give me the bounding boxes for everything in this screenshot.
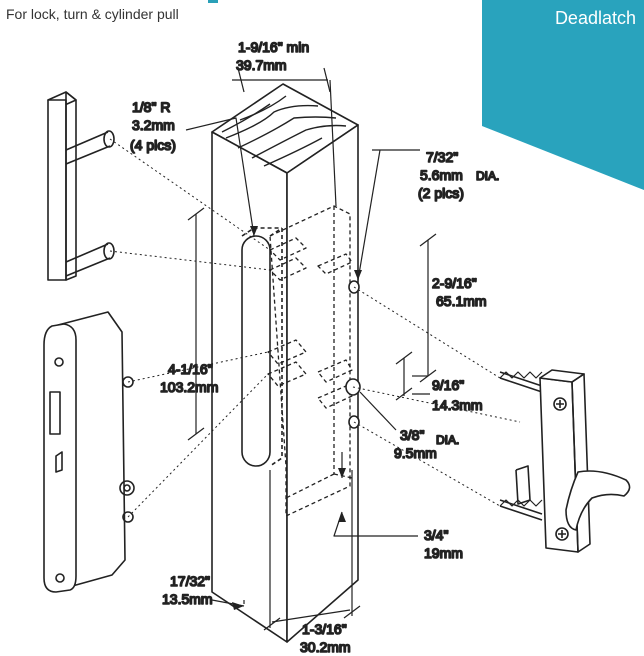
badge-shape [482,0,644,190]
dim-faceplate-offset-metric: 13.5mm [162,591,213,607]
alignment-lines [109,138,521,518]
dim-radius-count: (4 plcs) [130,137,176,153]
top-plate-part [47,91,115,281]
dim-hole-large-dia: DIA. [436,433,459,447]
dim-mortise-height-imperial: 4-1/16" [168,361,213,377]
dim-hole-small-count: (2 plcs) [418,185,464,201]
title-accent-rule [208,0,218,3]
dim-faceplate-offset-imperial: 17/32" [170,573,210,589]
dim-spacing-lower-imperial: 9/16" [432,377,464,393]
dim-mortise-width-metric: 30.2mm [300,639,351,655]
lock-body-part [43,311,135,593]
dimension-arrowheads [232,226,362,610]
subtitle: For lock, turn & cylinder pull [6,6,179,22]
turn-plate-part [499,369,631,553]
badge-label: Deadlatch [554,8,636,28]
dim-hole-small-metric: 5.6mm [420,167,463,183]
dim-hole-large-imperial: 3/8" [400,427,424,443]
door-stile [211,83,359,643]
dim-mortise-width-imperial: 1-3/16" [302,621,347,637]
product-badge: Deadlatch [482,0,644,190]
hidden-cavity [267,205,353,517]
dim-hole-small-imperial: 7/32" [426,149,458,165]
dim-hole-large-metric: 9.5mm [394,445,437,461]
dimension-lines [185,67,437,631]
dim-backset-imperial: 1-9/16" min [238,39,309,55]
dim-radius-metric: 3.2mm [132,117,175,133]
dim-spacing-upper-imperial: 2-9/16" [432,275,477,291]
dim-hole-small-dia: DIA. [476,169,499,183]
dim-setback-metric: 19mm [424,545,463,561]
dim-setback-imperial: 3/4" [424,527,448,543]
dim-radius-imperial: 1/8" R [132,99,170,115]
dim-spacing-lower-metric: 14.3mm [432,397,483,413]
dim-backset-metric: 39.7mm [236,57,287,73]
dim-mortise-height-metric: 103.2mm [160,379,218,395]
dim-spacing-upper-metric: 65.1mm [436,293,487,309]
